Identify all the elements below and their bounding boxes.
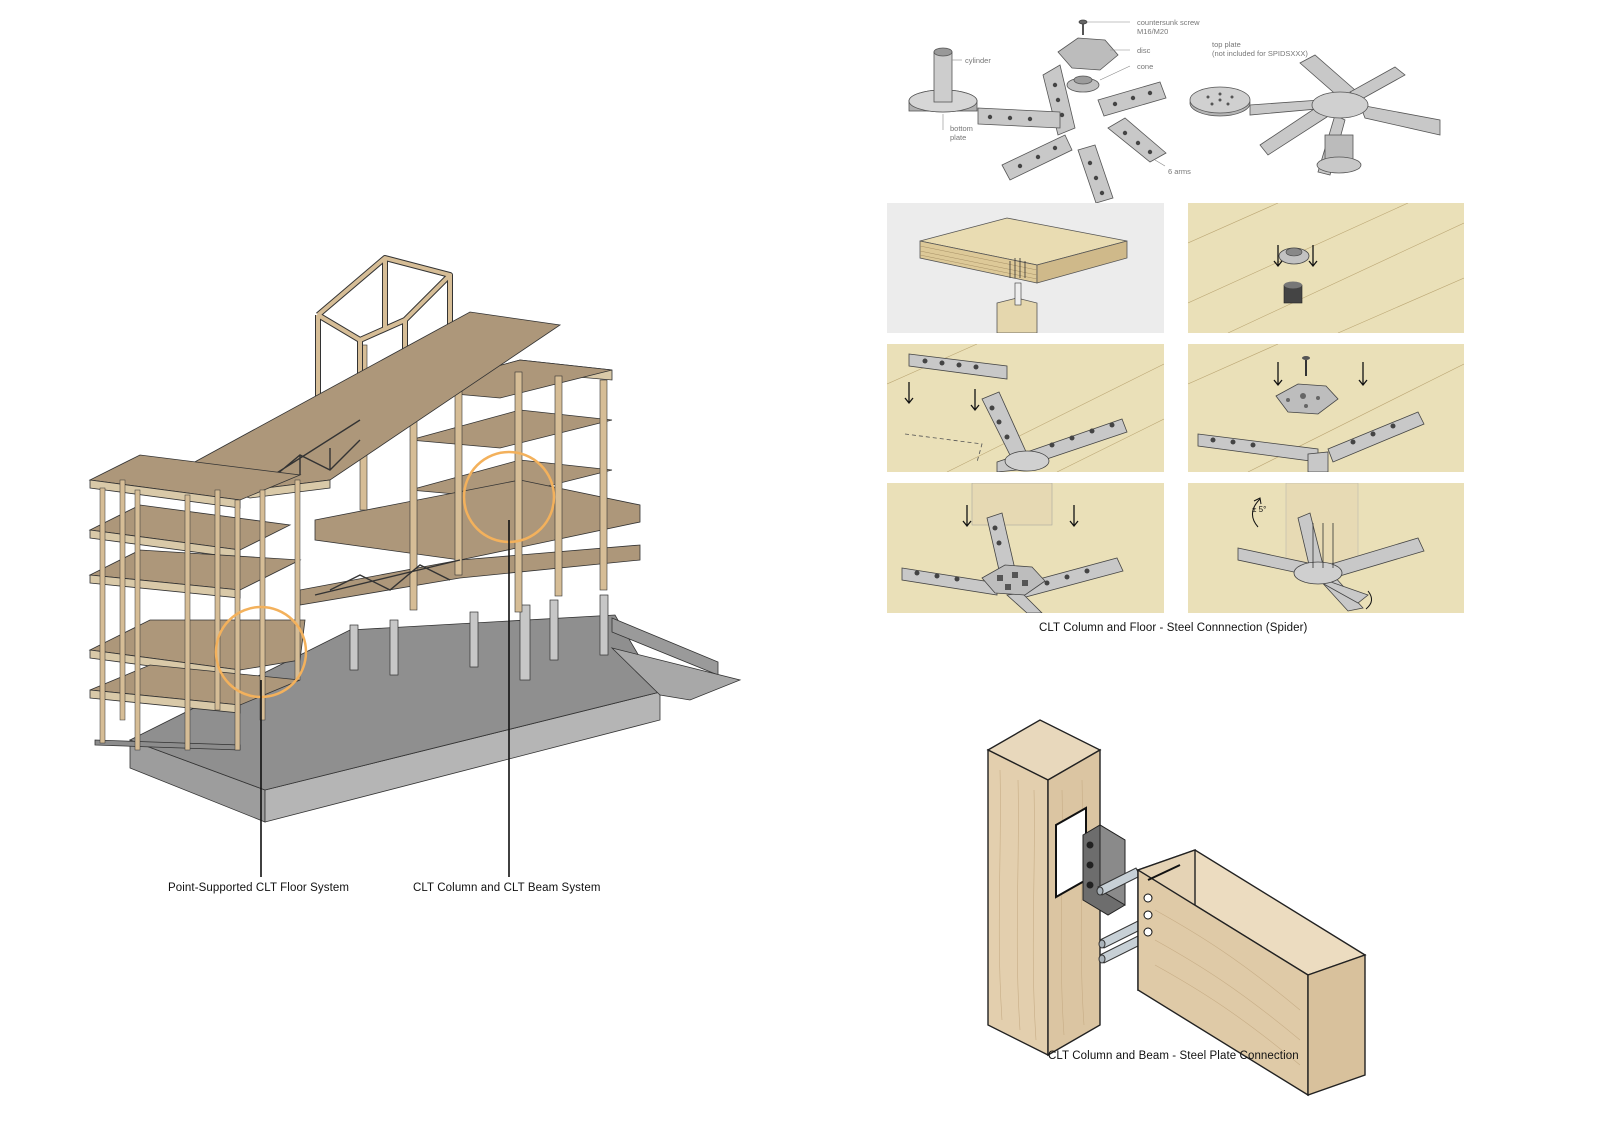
caption-beam-system: CLT Column and CLT Beam System bbox=[413, 882, 601, 894]
caption-floor-system: Point-Supported CLT Floor System bbox=[168, 882, 350, 894]
step-panel-3 bbox=[887, 344, 1164, 472]
spider-disc bbox=[1057, 37, 1119, 71]
step-5-illustration bbox=[901, 483, 1124, 613]
step-1-illustration bbox=[919, 217, 1128, 333]
step-3-illustration bbox=[887, 344, 1164, 472]
part-leader-lines bbox=[942, 21, 1166, 167]
step-panel-2 bbox=[1188, 203, 1464, 333]
label-disc: disc bbox=[1137, 46, 1151, 55]
assembled-spider bbox=[1249, 54, 1441, 176]
step-6-illustration bbox=[1237, 483, 1425, 612]
cylinder-part bbox=[908, 47, 978, 113]
label-cylinder: cylinder bbox=[965, 56, 991, 65]
tilt-label: ± 5° bbox=[1252, 505, 1267, 514]
step-panel-1 bbox=[887, 203, 1164, 333]
step-panel-4 bbox=[1188, 344, 1464, 472]
steel-plate bbox=[1082, 824, 1126, 916]
spider-arm-bolts-exploded bbox=[987, 82, 1153, 196]
steel-dowels bbox=[1096, 867, 1143, 964]
truss bbox=[249, 419, 461, 596]
step-panel-6: ± 5° bbox=[1188, 483, 1464, 613]
column-slot bbox=[1055, 806, 1087, 899]
clt-beam-right bbox=[1307, 954, 1366, 1096]
step-4-illustration bbox=[1188, 344, 1464, 472]
ground-columns bbox=[349, 594, 609, 681]
top-plate bbox=[1189, 86, 1251, 117]
step-2-illustration bbox=[1188, 203, 1464, 333]
beam-slot-and-holes bbox=[1143, 864, 1181, 937]
caption-steel-plate: CLT Column and Beam - Steel Plate Connec… bbox=[1048, 1050, 1299, 1062]
label-cone: cone bbox=[1137, 62, 1154, 71]
label-top-plate: top plate(not included for SPIDSXXX) bbox=[1212, 40, 1308, 58]
caption-spider: CLT Column and Floor - Steel Connnection… bbox=[1039, 622, 1308, 634]
label-arms: 6 arms bbox=[1168, 167, 1191, 176]
step-panel-5 bbox=[887, 483, 1164, 613]
left-block-columns bbox=[99, 479, 301, 751]
spider-cone bbox=[1066, 75, 1100, 93]
ramp-slab bbox=[610, 647, 742, 701]
countersunk-screw bbox=[1078, 19, 1088, 35]
beam-wood-grain bbox=[1154, 909, 1301, 1066]
column-wood-grain bbox=[998, 769, 1085, 1041]
